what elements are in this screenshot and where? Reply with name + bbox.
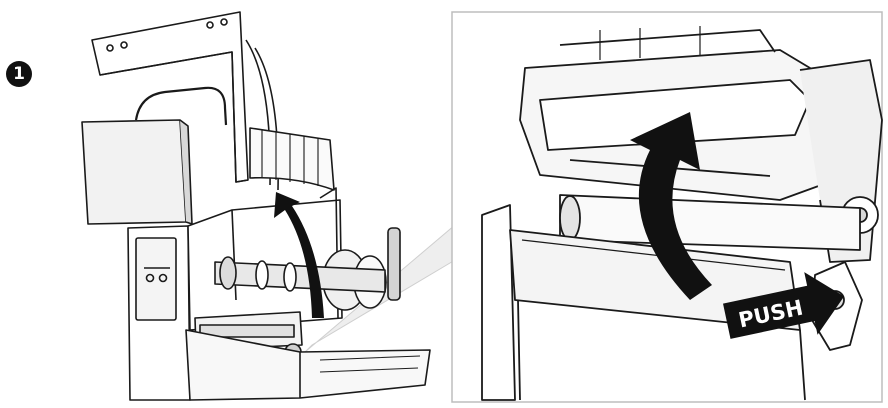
lift-arrow-icon [274,192,324,318]
lower-frame [481,204,516,401]
side-panel [81,119,187,225]
push-arrow: PUSH [723,272,845,339]
control-panel [135,237,177,321]
detail-view: PUSH [451,11,883,403]
printer-base [185,329,431,401]
printer-overview [81,11,431,401]
ribbon-flap [249,127,335,191]
open-head-arrow-icon [630,112,712,300]
step-1-badge: 1 [6,61,32,87]
